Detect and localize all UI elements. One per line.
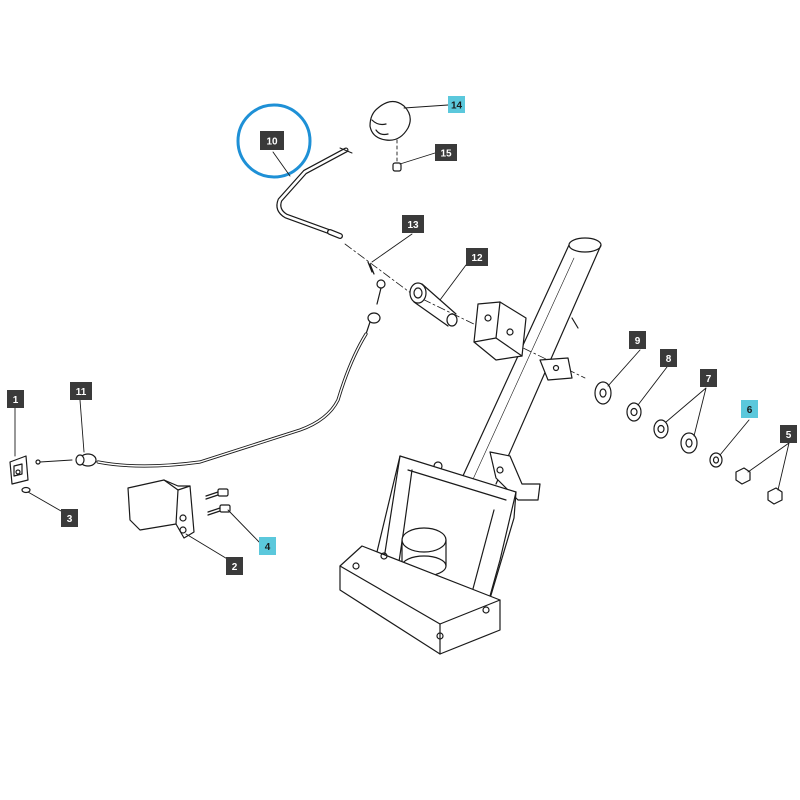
- callout-2[interactable]: 2: [226, 557, 243, 575]
- callout-8[interactable]: 8: [660, 349, 677, 367]
- callout-9[interactable]: 9: [629, 331, 646, 349]
- pivot-bracket[interactable]: [473, 301, 579, 381]
- callout-label: 6: [747, 405, 753, 416]
- callout-3[interactable]: 3: [61, 509, 78, 527]
- spring-washer-upper[interactable]: [653, 419, 669, 439]
- callout-11[interactable]: 11: [70, 382, 92, 400]
- callout-label: 4: [265, 542, 271, 553]
- nut-lower[interactable]: [767, 487, 783, 505]
- callout-label: 12: [471, 253, 483, 264]
- callout-5[interactable]: 5: [780, 425, 797, 443]
- callout-label: 13: [407, 220, 419, 231]
- clip-washer[interactable]: [21, 486, 31, 494]
- bracket-bolts[interactable]: [205, 488, 231, 516]
- cable-clip[interactable]: [9, 455, 29, 485]
- callout-label: 14: [451, 101, 463, 112]
- cable-bracket[interactable]: [127, 479, 195, 539]
- callout-6[interactable]: 6: [741, 400, 758, 418]
- shift-lever-rod[interactable]: [276, 147, 353, 239]
- callout-label: 1: [13, 395, 19, 406]
- cable-end-fitting[interactable]: [35, 453, 97, 467]
- callout-13[interactable]: 13: [402, 215, 424, 233]
- callout-label: 7: [706, 374, 712, 385]
- callout-10[interactable]: 10: [260, 131, 284, 150]
- callout-label: 9: [635, 336, 641, 347]
- callout-label: 2: [232, 562, 238, 573]
- callout-4[interactable]: 4: [259, 537, 276, 555]
- pivot-bushing[interactable]: [409, 282, 458, 327]
- washer-large[interactable]: [594, 381, 612, 405]
- assembly-axis-line: [344, 243, 586, 379]
- callout-label: 3: [67, 514, 73, 525]
- spring-washer-lower[interactable]: [680, 432, 698, 454]
- washer-small[interactable]: [709, 452, 723, 468]
- base-plate[interactable]: [339, 545, 501, 655]
- callout-14[interactable]: 14: [448, 96, 465, 113]
- callout-box-highlight: [448, 96, 465, 113]
- callout-label: 15: [440, 149, 452, 160]
- shift-knob[interactable]: [369, 100, 411, 141]
- shift-column[interactable]: [461, 237, 602, 489]
- callout-15[interactable]: 15: [435, 144, 457, 161]
- selection-ring: [236, 103, 312, 179]
- callout-label: 8: [666, 354, 672, 365]
- callout-label: 5: [786, 430, 792, 441]
- callout-label: 10: [266, 137, 278, 148]
- shift-cable[interactable]: [96, 332, 368, 468]
- callout-label: 11: [76, 387, 87, 398]
- washer-medium[interactable]: [626, 402, 642, 422]
- callout-12[interactable]: 12: [466, 248, 488, 266]
- callout-1[interactable]: 1: [7, 390, 24, 408]
- nut-upper[interactable]: [735, 467, 751, 485]
- knob-nut[interactable]: [392, 139, 402, 172]
- callout-7[interactable]: 7: [700, 369, 717, 387]
- cotter-pin[interactable]: [367, 261, 375, 275]
- cable-ball-joint[interactable]: [365, 279, 386, 335]
